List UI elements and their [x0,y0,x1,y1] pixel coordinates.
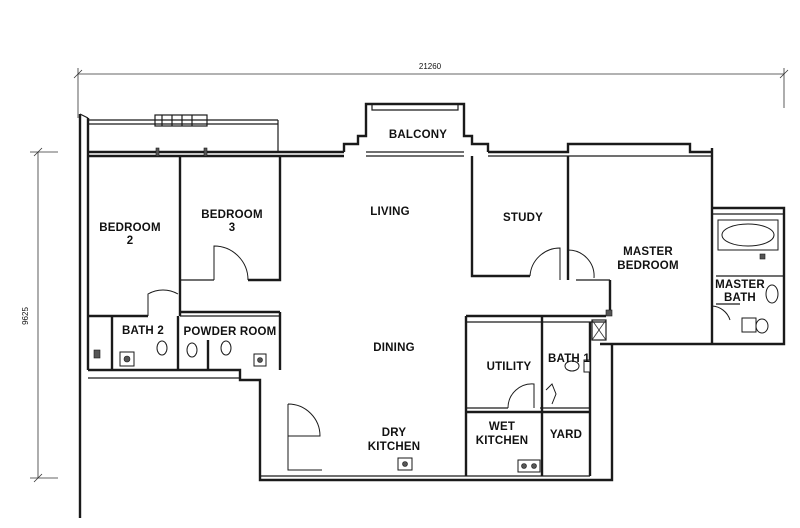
room-label-dry-kitchen-2: KITCHEN [368,441,421,453]
doors [147,245,731,471]
stove-icon [517,459,541,473]
toilet-icon [765,284,779,304]
room-label-bath-2: BATH 2 [122,325,164,337]
room-label-master-bath: MASTER [715,279,765,291]
room-label-dry-kitchen: DRY [382,427,407,439]
room-label-wet-kitchen: WET [489,421,515,433]
height-dimension-label: 9625 [21,307,30,325]
dimension-height: 9625 [21,147,58,483]
width-dimension-label: 21260 [419,62,442,71]
room-label-utility: UTILITY [487,361,532,373]
room-label-bedroom-2-number: 2 [127,235,134,247]
room-label-yard: YARD [550,429,582,441]
room-label-bedroom-2: BEDROOM [99,222,160,234]
toilet-icon [156,340,168,356]
room-label-master-bedroom: MASTER [623,246,673,258]
toilet-icon [186,342,198,358]
room-labels: BALCONY BEDROOM 2 BEDROOM 3 LIVING STUDY… [99,129,765,453]
room-label-powder-room: POWDER ROOM [184,326,277,338]
fixtures [93,147,779,473]
room-label-living: LIVING [370,206,410,218]
room-label-wet-kitchen-2: KITCHEN [476,435,529,447]
interior-walls [88,156,784,476]
toilet-icon [564,360,580,372]
basin-icon [755,318,769,334]
room-label-dining: DINING [373,342,414,354]
toilet-icon [220,340,232,356]
room-label-bedroom-3: BEDROOM [201,209,262,221]
room-label-bedroom-3-number: 3 [229,222,236,234]
dimension-width: 21260 [73,62,789,118]
room-label-study: STUDY [503,212,543,224]
room-label-balcony: BALCONY [389,129,447,141]
room-label-bath-1: BATH 1 [548,353,590,365]
room-label-master-bedroom-2: BEDROOM [617,260,678,272]
room-label-master-bath-2: BATH [724,292,756,304]
exterior-walls [78,102,786,518]
